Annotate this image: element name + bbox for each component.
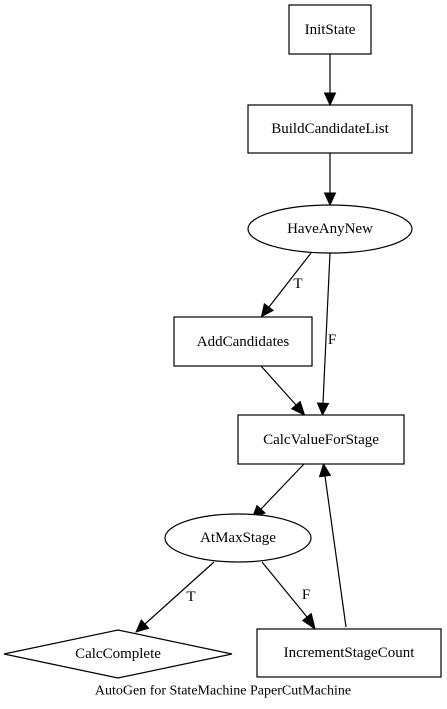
edge-incrementstagecount-to-calcvalueforstage xyxy=(318,462,347,628)
edge-atmaxstage-to-calccomplete xyxy=(135,561,215,633)
edge-addcandidates-to-calcvalueforstage xyxy=(260,365,306,416)
node-label-add-candidates: AddCandidates xyxy=(197,334,290,350)
node-label-calc-value-for-stage: CalcValueForStage xyxy=(263,432,379,448)
edge-calcvalueforstage-to-atmaxstage xyxy=(251,463,305,519)
node-label-init-state: InitState xyxy=(305,22,356,38)
node-label-build-candidate-list: BuildCandidateList xyxy=(271,121,389,137)
edge-build-to-haveanynew xyxy=(323,153,337,207)
node-build-candidate-list: BuildCandidateList xyxy=(247,104,413,154)
edge-label-atmaxstage-false: F xyxy=(302,587,310,603)
edge-label-atmaxstage-true: T xyxy=(186,589,195,605)
edge-init-to-build xyxy=(323,54,337,107)
edge-haveanynew-to-calcvalueforstage xyxy=(316,252,331,417)
node-calc-value-for-stage: CalcValueForStage xyxy=(237,414,405,465)
node-label-at-max-stage: AtMaxStage xyxy=(200,530,276,546)
node-label-have-any-new: HaveAnyNew xyxy=(287,221,373,237)
node-label-calc-complete: CalcComplete xyxy=(75,646,161,662)
node-add-candidates: AddCandidates xyxy=(173,316,313,367)
edge-label-haveanynew-false: F xyxy=(328,332,336,348)
node-init-state: InitState xyxy=(288,4,372,55)
node-have-any-new: HaveAnyNew xyxy=(247,204,413,254)
node-label-increment-stage-count: IncrementStageCount xyxy=(284,645,416,661)
node-calc-complete: CalcComplete xyxy=(3,629,233,679)
diagram-caption: AutoGen for StateMachine PaperCutMachine xyxy=(95,684,351,699)
edge-label-haveanynew-true: T xyxy=(293,276,302,292)
edge-atmaxstage-to-incrementstagecount xyxy=(261,561,316,631)
node-at-max-stage: AtMaxStage xyxy=(164,513,312,563)
node-increment-stage-count: IncrementStageCount xyxy=(256,628,442,678)
edge-haveanynew-to-addcandidates xyxy=(260,252,312,318)
